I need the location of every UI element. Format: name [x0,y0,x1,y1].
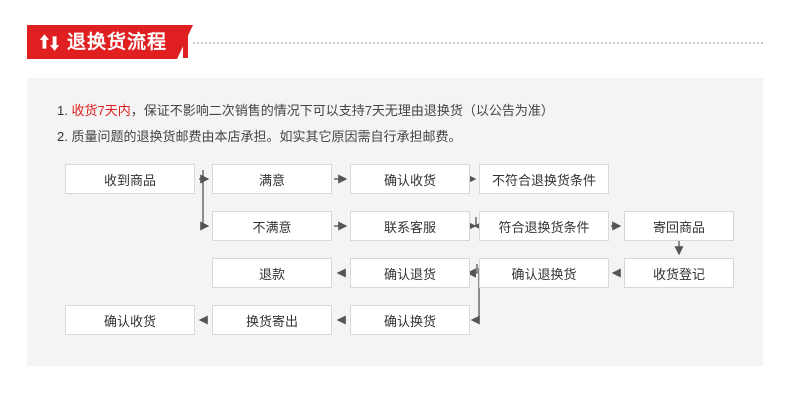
page-title: 退换货流程 [67,31,168,53]
banner-accent-tab [183,26,188,58]
note-index: 2. [57,129,68,144]
note-index: 1. [57,103,68,118]
flow-node-refund[interactable]: 退款 [212,258,332,288]
policy-note-1: 1. 收货7天内，保证不影响二次销售的情况下可以支持7天无理由退换货（以公告为准… [57,98,554,124]
flow-node-unsatisfied[interactable]: 不满意 [212,211,332,241]
flow-node-confirm-return[interactable]: 确认退货 [350,258,470,288]
note-text: ，保证不影响二次销售的情况下可以支持7天无理由退换货（以公告为准） [130,103,554,118]
flow-node-confirm-receipt-bottom[interactable]: 确认收货 [65,305,195,335]
flow-node-confirm-return-exchange[interactable]: 确认退换货 [479,258,609,288]
policy-notes: 1. 收货7天内，保证不影响二次销售的情况下可以支持7天无理由退换货（以公告为准… [57,98,554,150]
flow-node-satisfied[interactable]: 满意 [212,164,332,194]
return-exchange-arrows-icon [39,32,60,53]
flow-node-confirm-exchange[interactable]: 确认换货 [350,305,470,335]
flow-node-ship-back[interactable]: 寄回商品 [624,211,734,241]
header-banner: 退换货流程 [27,25,193,59]
note-highlight: 收货7天内 [71,103,131,118]
content-panel: 1. 收货7天内，保证不影响二次销售的情况下可以支持7天无理由退换货（以公告为准… [27,78,763,366]
flow-diagram: 收到商品 满意 确认收货 不符合退换货条件 不满意 联系客服 符合退换货条件 寄… [27,78,763,366]
section-header: 退换货流程 [27,25,763,59]
policy-note-2: 2. 质量问题的退换货邮费由本店承担。如实其它原因需自行承担邮费。 [57,124,554,150]
flow-node-receive-goods[interactable]: 收到商品 [65,164,195,194]
note-text: 质量问题的退换货邮费由本店承担。如实其它原因需自行承担邮费。 [71,129,462,144]
flow-node-not-eligible[interactable]: 不符合退换货条件 [479,164,609,194]
flow-node-confirm-receipt-top[interactable]: 确认收货 [350,164,470,194]
flow-node-exchange-shipped[interactable]: 换货寄出 [212,305,332,335]
flow-node-contact-service[interactable]: 联系客服 [350,211,470,241]
flow-node-receipt-registration[interactable]: 收货登记 [624,258,734,288]
header-dotted-divider [193,42,763,44]
flow-node-eligible[interactable]: 符合退换货条件 [479,211,609,241]
